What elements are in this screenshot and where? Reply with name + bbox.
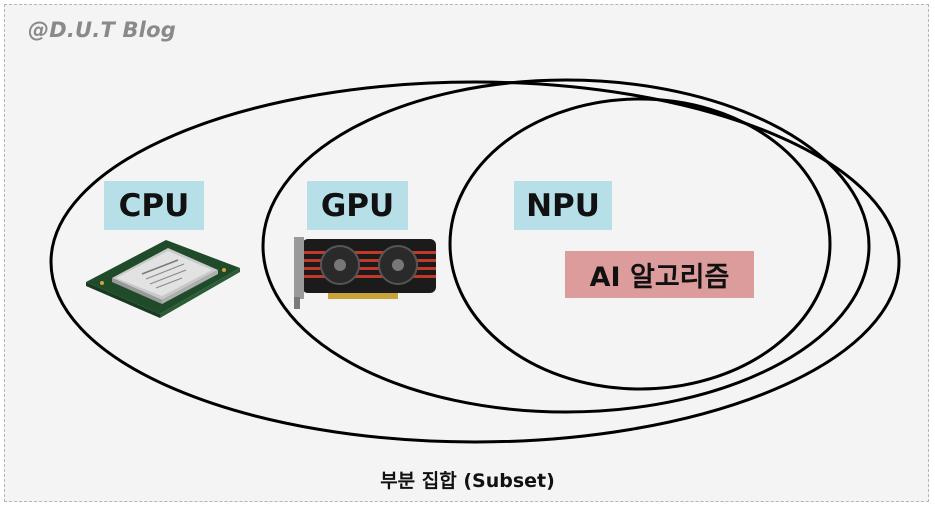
cpu-label: CPU: [104, 181, 204, 230]
watermark: @D.U.T Blog: [28, 18, 176, 42]
ai-algorithm-label: AI 알고리즘: [565, 251, 754, 298]
cpu-set-ellipse: [49, 80, 901, 444]
npu-label: NPU: [514, 181, 612, 230]
gpu-label: GPU: [307, 181, 408, 230]
npu-set-ellipse: [448, 97, 832, 391]
graphics-card-icon: [294, 237, 436, 309]
cpu-chip-icon: [86, 240, 240, 318]
gpu-set-ellipse: [261, 78, 871, 414]
diagram-caption: 부분 집합 (Subset): [380, 470, 555, 492]
